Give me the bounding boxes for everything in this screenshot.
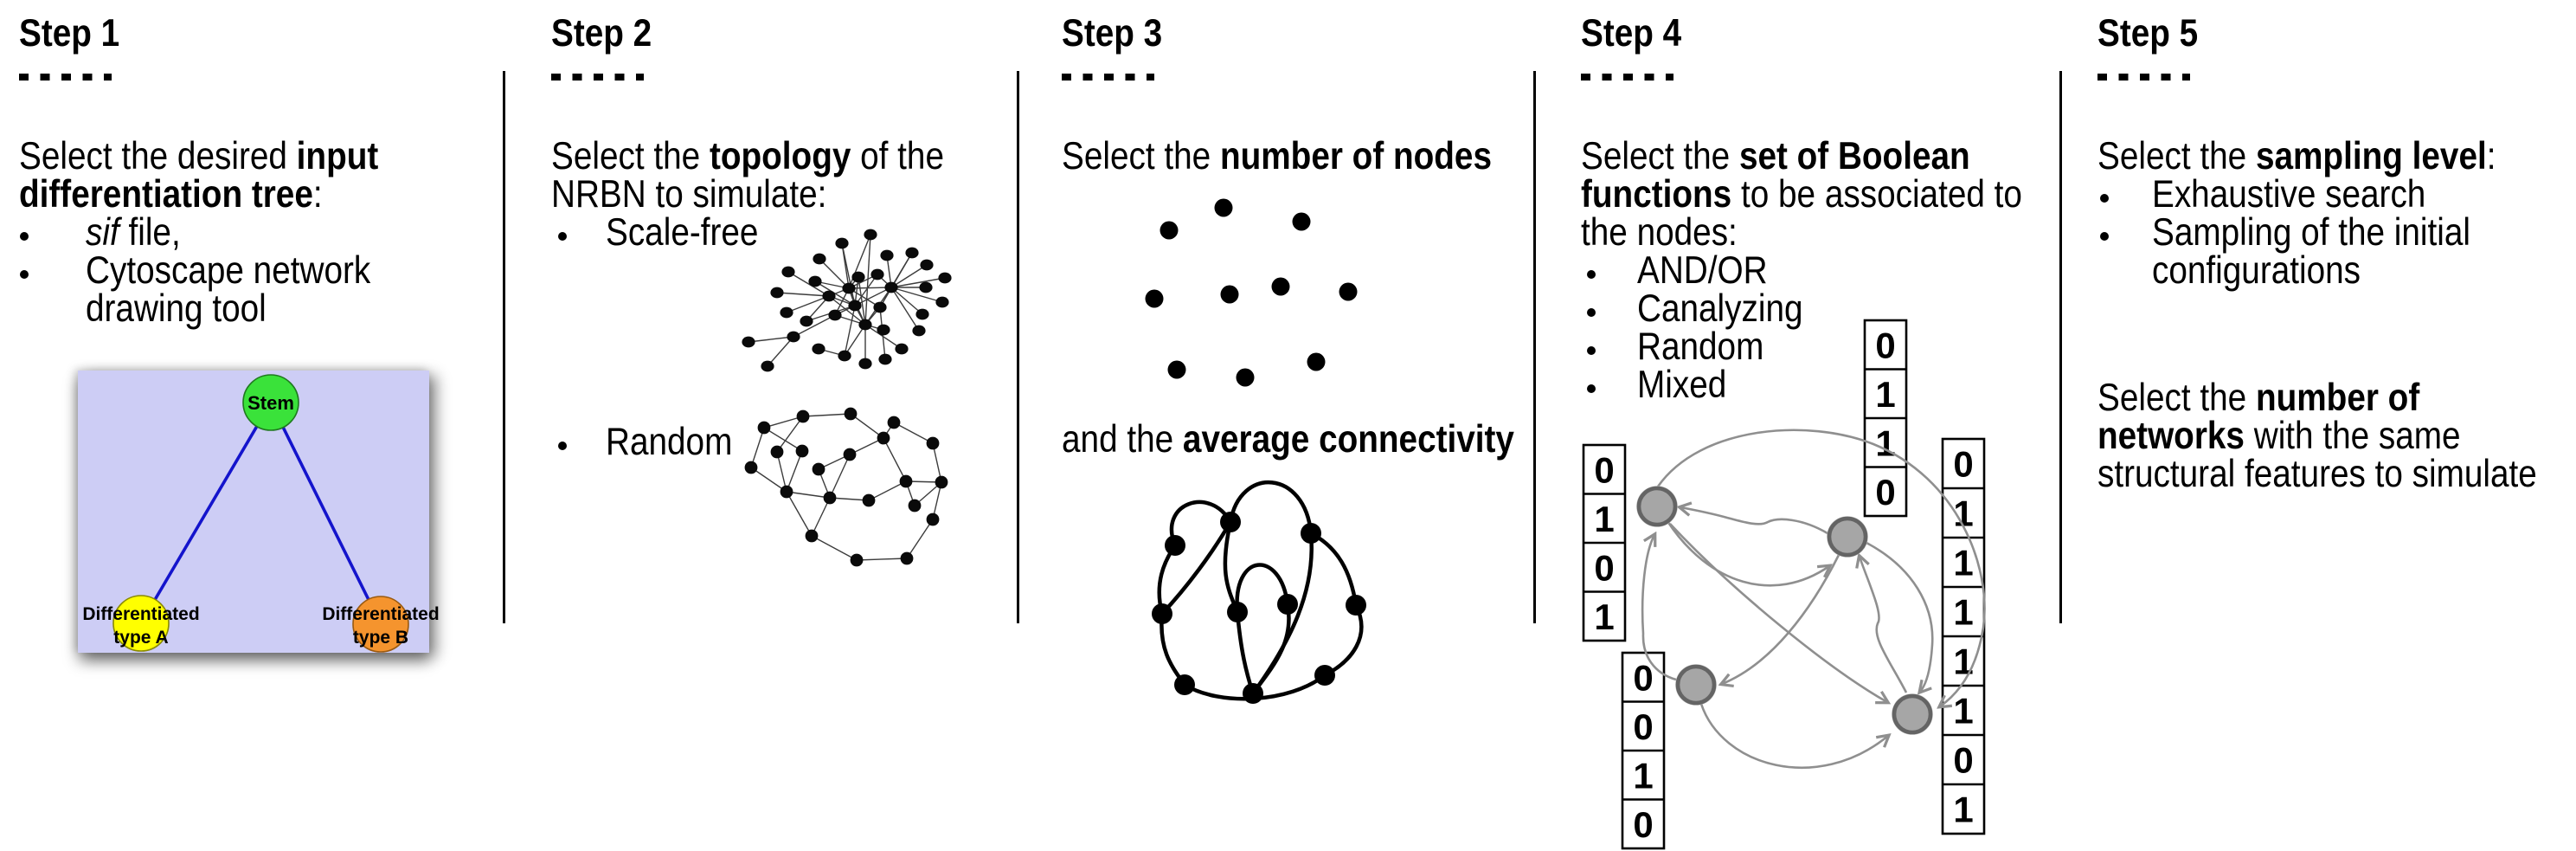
svg-text:1: 1 — [1953, 641, 1973, 682]
svg-text:1: 1 — [1594, 596, 1614, 637]
svg-text:1: 1 — [1953, 790, 1973, 830]
svg-text:0: 0 — [1953, 444, 1973, 485]
svg-text:0: 0 — [1594, 547, 1614, 588]
svg-text:1: 1 — [1953, 691, 1973, 732]
svg-text:type A: type A — [113, 628, 168, 648]
svg-text:1: 1 — [1953, 493, 1973, 534]
svg-text:1: 1 — [1633, 755, 1653, 796]
svg-text:1: 1 — [1875, 374, 1895, 415]
svg-text:0: 0 — [1875, 472, 1895, 513]
svg-text:Stem: Stem — [247, 392, 294, 414]
svg-text:Differentiated: Differentiated — [82, 604, 199, 624]
svg-text:1: 1 — [1875, 422, 1895, 463]
svg-text:0: 0 — [1953, 740, 1973, 781]
svg-text:0: 0 — [1633, 804, 1653, 845]
svg-text:1: 1 — [1953, 543, 1973, 583]
svg-text:1: 1 — [1953, 592, 1973, 633]
svg-text:Differentiated: Differentiated — [322, 604, 439, 624]
svg-text:0: 0 — [1633, 657, 1653, 698]
svg-text:0: 0 — [1875, 325, 1895, 365]
svg-text:0: 0 — [1594, 449, 1614, 490]
svg-text:0: 0 — [1633, 706, 1653, 747]
svg-text:1: 1 — [1594, 499, 1614, 539]
svg-text:type B: type B — [353, 628, 408, 648]
